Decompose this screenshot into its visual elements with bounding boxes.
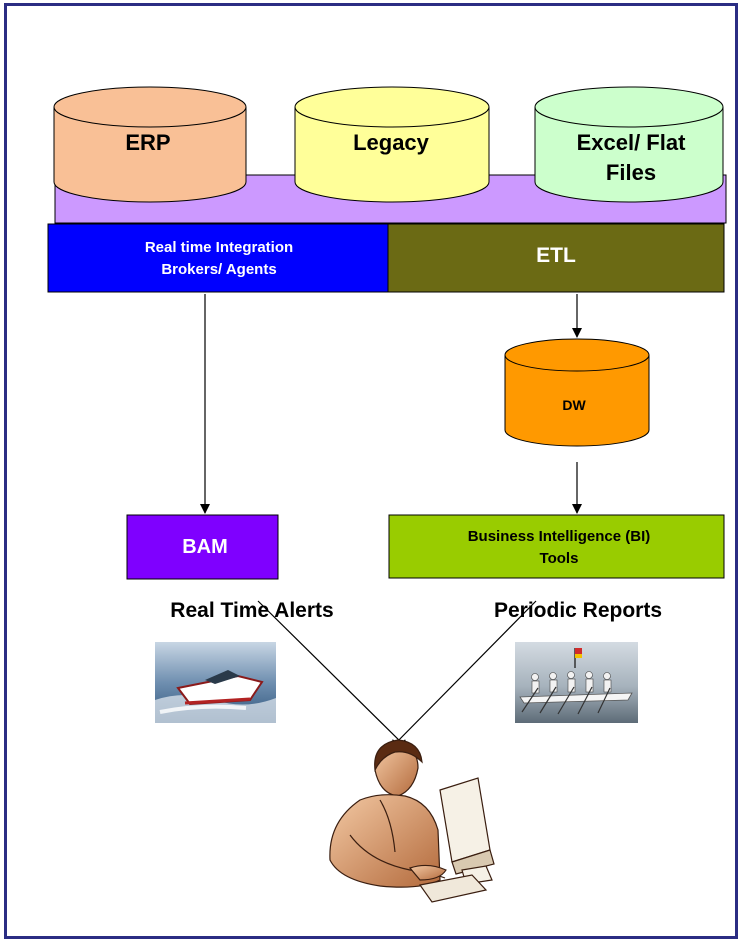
periodic-reports-caption: Periodic Reports (494, 599, 662, 622)
bi-label-line1: Business Intelligence (BI) (468, 528, 651, 545)
files-label-line2: Files (606, 160, 656, 185)
real-time-alerts-caption: Real Time Alerts (170, 599, 333, 622)
realtime-integration-box (47, 223, 389, 293)
arrow-reports-to-user (389, 600, 537, 750)
realtime-label-line2: Brokers/ Agents (161, 261, 276, 278)
erp-label: ERP (125, 130, 170, 155)
rowing-team-photo (515, 642, 638, 723)
legacy-label: Legacy (353, 130, 430, 155)
files-label-line1: Excel/ Flat (577, 130, 687, 155)
bi-label-line2: Tools (540, 550, 579, 567)
flat-files-database (534, 86, 724, 203)
realtime-label-line1: Real time Integration (145, 239, 293, 256)
bam-box (126, 514, 279, 580)
bi-tools-box (388, 514, 725, 579)
data-warehouse-database (504, 338, 650, 447)
erp-database (53, 86, 247, 203)
dw-label: DW (562, 397, 586, 413)
speedboat-photo (155, 642, 276, 723)
user-at-computer-clipart (329, 739, 495, 903)
bam-label: BAM (182, 536, 228, 558)
etl-box (387, 223, 725, 293)
arrow-alerts-to-user (257, 600, 409, 750)
legacy-database (294, 86, 490, 203)
etl-label: ETL (536, 244, 576, 267)
